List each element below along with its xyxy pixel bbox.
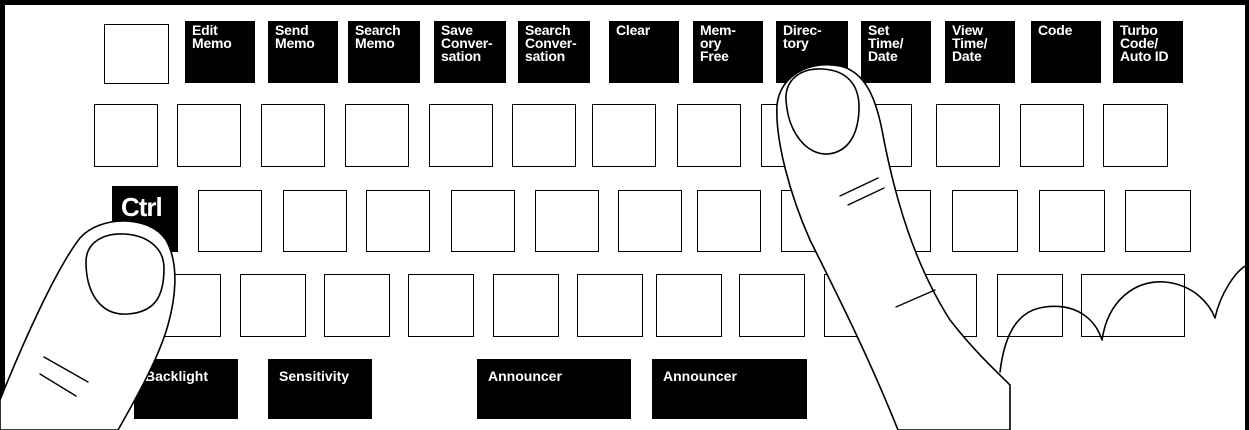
key-blank-wide[interactable]: [1081, 274, 1185, 337]
key-announcer-left[interactable]: Announcer: [477, 359, 631, 419]
key-set-time-date[interactable]: Set Time/ Date: [861, 21, 931, 83]
key-blank[interactable]: [911, 274, 977, 337]
key-blank[interactable]: [324, 274, 390, 337]
key-blank[interactable]: [1125, 190, 1191, 252]
key-label: Clear: [616, 24, 650, 37]
key-view-time-date[interactable]: View Time/ Date: [945, 21, 1015, 83]
key-ctrl[interactable]: Ctrl: [112, 186, 178, 252]
key-blank-function[interactable]: [104, 24, 169, 84]
key-blank[interactable]: [366, 190, 430, 252]
key-turbo-code-auto-id[interactable]: Turbo Code/ Auto ID: [1113, 21, 1183, 83]
key-announcer-right[interactable]: Announcer: [652, 359, 807, 419]
key-blank[interactable]: [677, 104, 741, 167]
key-directory[interactable]: Direc- tory: [776, 21, 848, 83]
key-send-memo[interactable]: Send Memo: [268, 21, 338, 83]
key-blank[interactable]: [429, 104, 493, 167]
key-blank[interactable]: [697, 190, 761, 252]
key-blank[interactable]: [824, 274, 890, 337]
key-blank[interactable]: [345, 104, 409, 167]
key-blank[interactable]: [952, 190, 1018, 252]
key-memory-free[interactable]: Mem- ory Free: [693, 21, 763, 83]
key-blank[interactable]: [848, 104, 912, 167]
key-label: Sensitivity: [279, 369, 349, 384]
key-blank[interactable]: [936, 104, 1000, 167]
key-blank[interactable]: [155, 274, 221, 337]
key-blank[interactable]: [512, 104, 576, 167]
key-label: Announcer: [488, 369, 562, 384]
key-blank[interactable]: [535, 190, 599, 252]
key-blank[interactable]: [198, 190, 262, 252]
key-label: Mem- ory Free: [700, 24, 736, 63]
key-label: Ctrl: [121, 193, 162, 221]
key-backlight[interactable]: Backlight: [134, 359, 238, 419]
key-blank[interactable]: [493, 274, 559, 337]
key-code[interactable]: Code: [1031, 21, 1101, 83]
key-label: View Time/ Date: [952, 24, 987, 63]
key-label: Code: [1038, 24, 1072, 37]
key-blank[interactable]: [283, 190, 347, 252]
key-search-memo[interactable]: Search Memo: [348, 21, 420, 83]
key-blank[interactable]: [577, 274, 643, 337]
key-blank[interactable]: [867, 190, 931, 252]
key-blank[interactable]: [177, 104, 241, 167]
key-blank[interactable]: [739, 274, 805, 337]
key-label: Set Time/ Date: [868, 24, 903, 63]
key-sensitivity[interactable]: Sensitivity: [268, 359, 372, 419]
key-blank[interactable]: [261, 104, 325, 167]
key-blank[interactable]: [592, 104, 656, 167]
key-label: Search Conver- sation: [525, 24, 577, 63]
key-blank[interactable]: [761, 104, 825, 167]
key-label: Backlight: [145, 369, 208, 384]
key-blank[interactable]: [1020, 104, 1084, 167]
key-blank[interactable]: [781, 190, 845, 252]
key-blank[interactable]: [997, 274, 1063, 337]
key-label: Turbo Code/ Auto ID: [1120, 24, 1168, 63]
key-blank[interactable]: [1039, 190, 1105, 252]
key-label: Edit Memo: [192, 24, 232, 50]
key-clear[interactable]: Clear: [609, 21, 679, 83]
key-blank[interactable]: [618, 190, 682, 252]
key-label: Send Memo: [275, 24, 315, 50]
key-blank[interactable]: [451, 190, 515, 252]
key-label: Direc- tory: [783, 24, 821, 50]
key-label: Search Memo: [355, 24, 401, 50]
key-label: Save Conver- sation: [441, 24, 493, 63]
key-blank[interactable]: [1103, 104, 1168, 167]
key-blank[interactable]: [656, 274, 722, 337]
key-search-conversation[interactable]: Search Conver- sation: [518, 21, 590, 83]
key-blank[interactable]: [94, 104, 158, 167]
key-label: Announcer: [663, 369, 737, 384]
key-save-conversation[interactable]: Save Conver- sation: [434, 21, 506, 83]
key-blank[interactable]: [408, 274, 474, 337]
key-edit-memo[interactable]: Edit Memo: [185, 21, 255, 83]
key-blank[interactable]: [240, 274, 306, 337]
